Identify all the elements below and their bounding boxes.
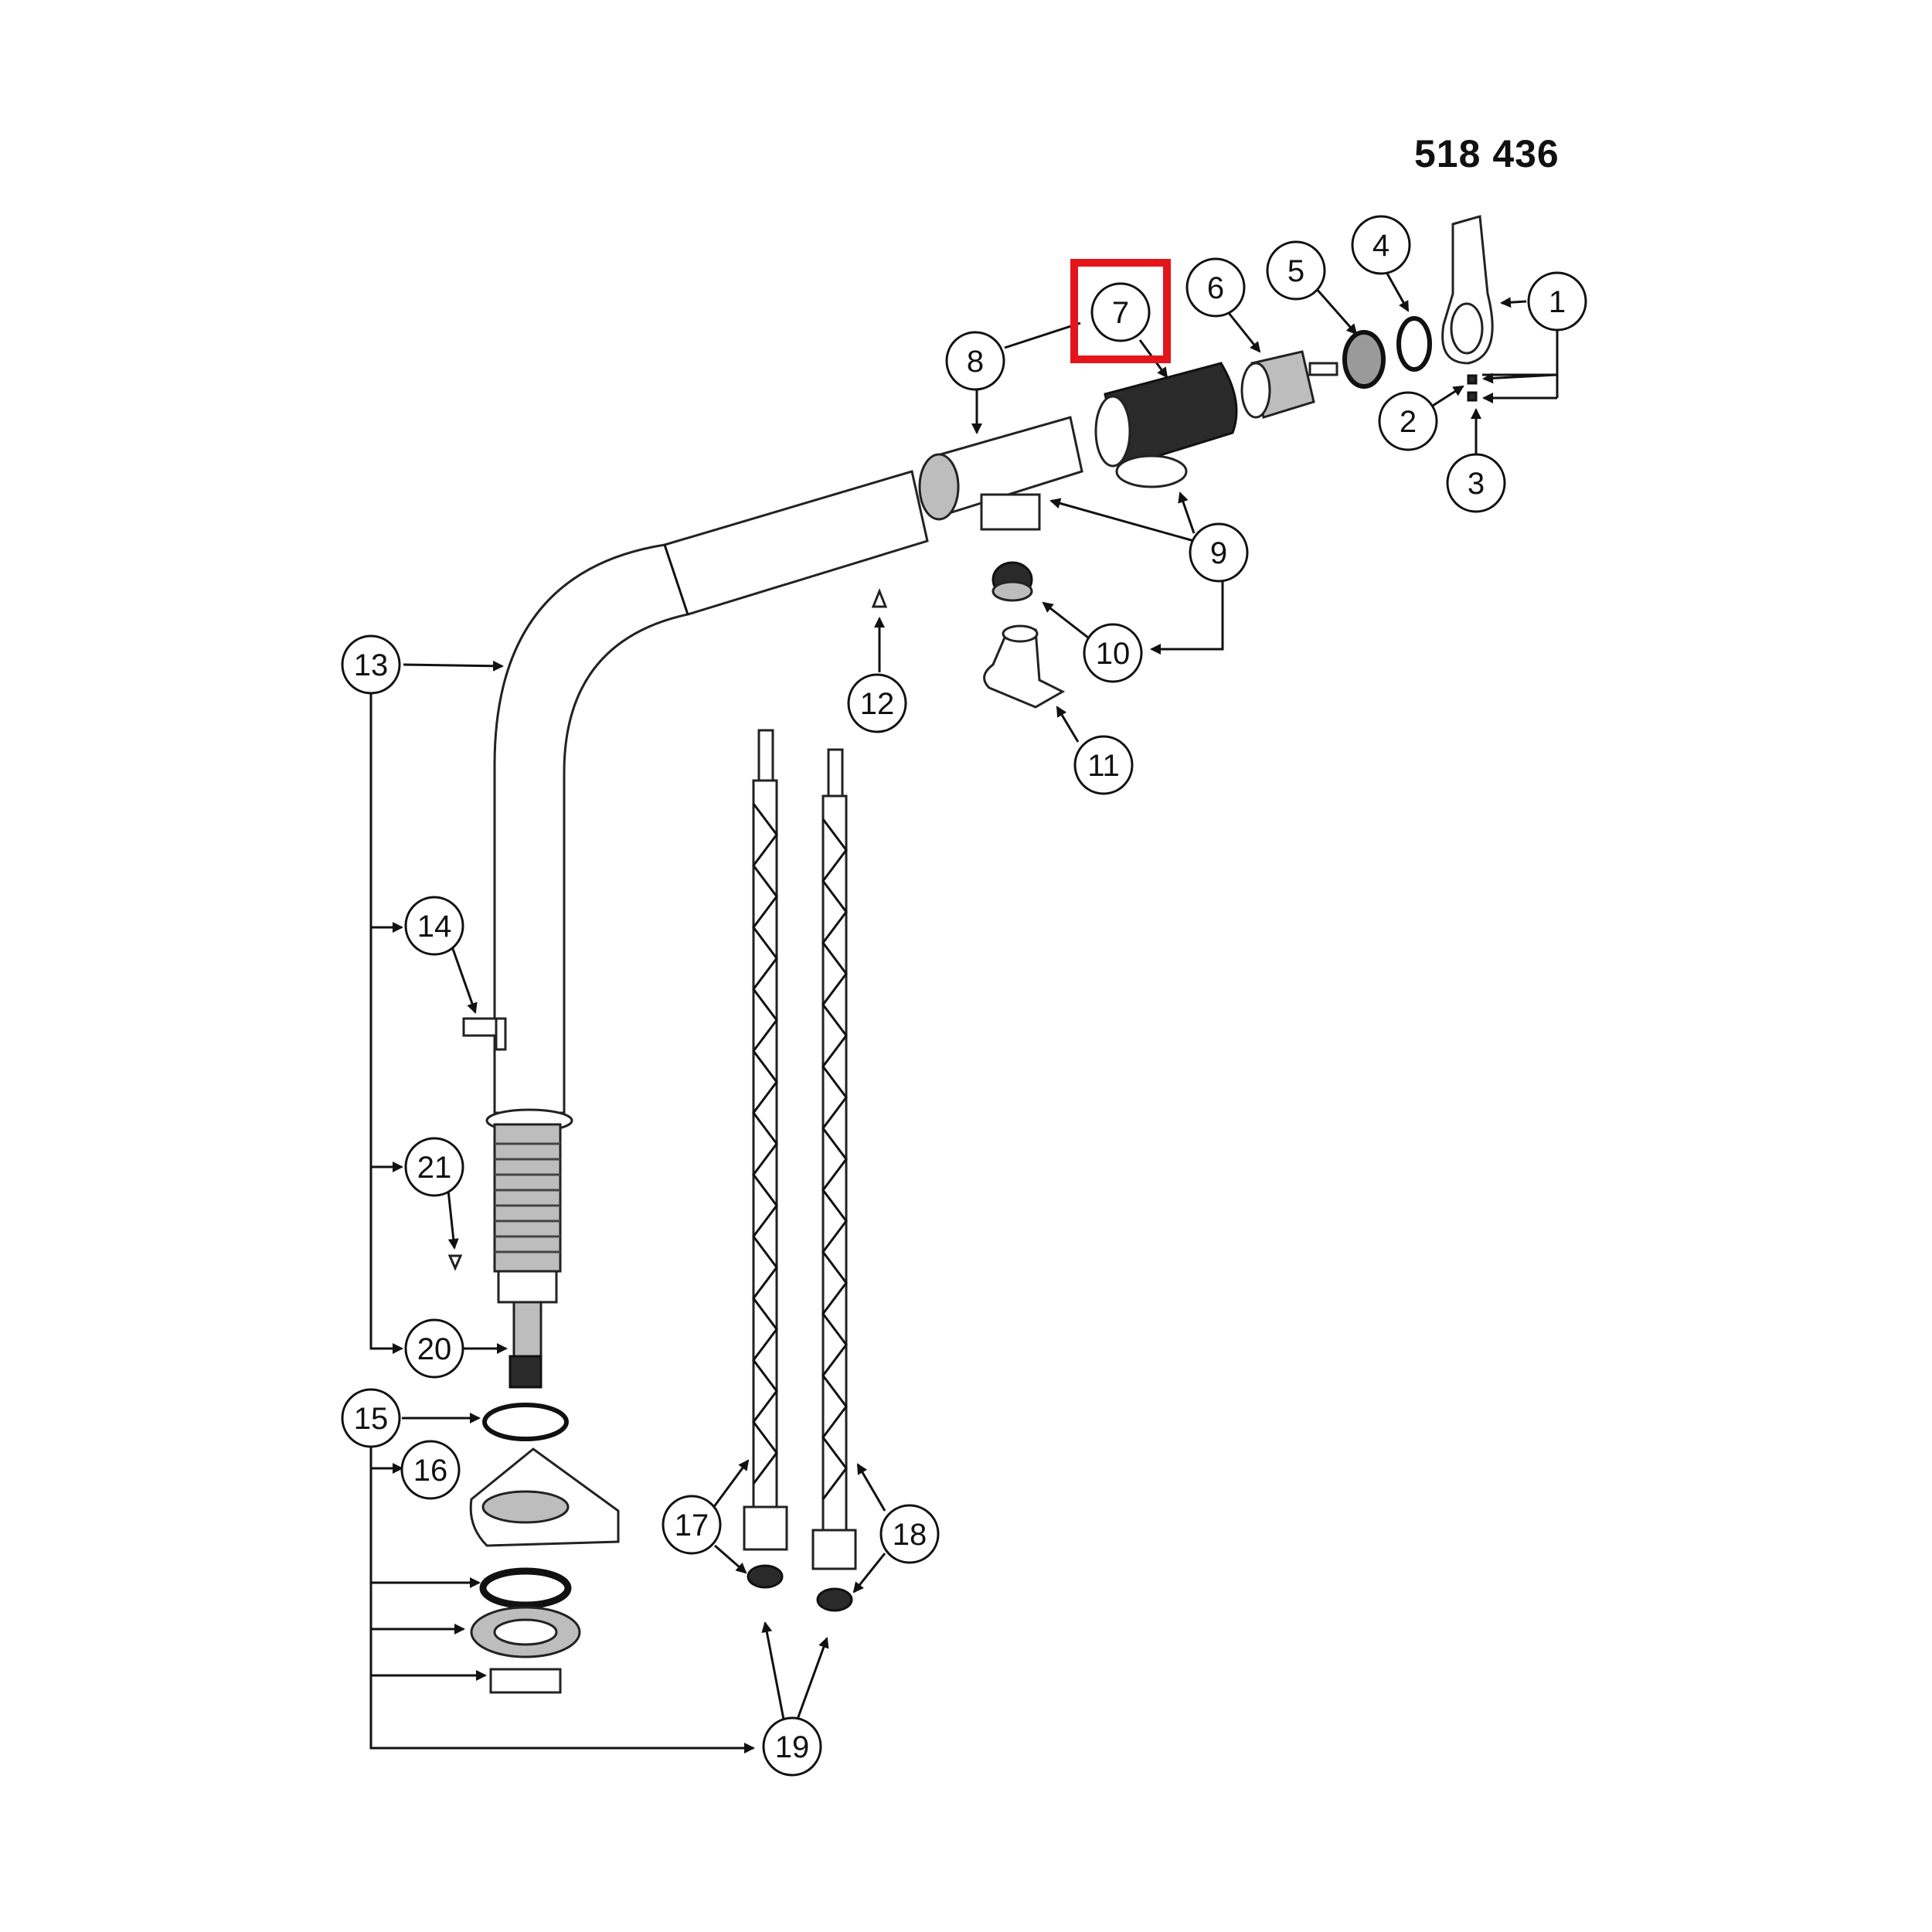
callout-18: 18 [879,1504,940,1564]
callout-20: 20 [404,1318,464,1379]
nozzle-part [871,587,888,608]
svg-text:3: 3 [1468,467,1485,501]
callouts: 1 2 3 4 5 6 7 8 9 10 11 12 13 14 15 16 1… [341,215,1587,1777]
dark-sleeve-part [1094,362,1238,488]
svg-text:7: 7 [1112,296,1129,330]
pin-part [462,1017,507,1051]
screw-part-3 [1467,391,1478,402]
svg-text:20: 20 [417,1332,452,1366]
small-screw-part [447,1254,463,1271]
o-ring-part [482,1403,569,1441]
callout-5: 5 [1266,240,1326,301]
leader-lines [369,266,1559,1753]
svg-text:12: 12 [860,687,895,721]
nut-part [489,1668,562,1694]
callout-12: 12 [847,673,907,733]
callout-4: 4 [1351,215,1411,275]
cartridge-part [1240,350,1338,419]
callout-3: 3 [1446,453,1506,513]
callout-9: 9 [1189,522,1249,583]
svg-text:18: 18 [893,1518,927,1552]
supply-hose-left [743,729,788,1589]
svg-text:6: 6 [1207,271,1224,305]
callout-14: 14 [404,896,464,956]
threaded-shank [493,1123,562,1389]
callout-10: 10 [1083,623,1143,683]
gasket-part [479,1567,572,1609]
base-plate-part [469,1447,620,1547]
svg-text:11: 11 [1087,749,1120,783]
callout-8: 8 [945,331,1005,391]
model-number: 518 436 [1414,132,1560,175]
highlight-box [1070,259,1171,363]
svg-text:8: 8 [967,345,984,379]
washer-part [470,1606,581,1658]
callout-6: 6 [1185,257,1246,318]
svg-text:1: 1 [1549,285,1566,319]
callout-17: 17 [662,1495,722,1555]
supply-hose-right [811,748,857,1612]
callout-11: 11 [1073,735,1134,795]
svg-text:17: 17 [675,1509,709,1543]
svg-text:21: 21 [417,1151,452,1185]
callout-21: 21 [404,1137,464,1197]
callout-19: 19 [762,1716,822,1777]
ring-part-5 [1342,330,1386,389]
callout-16: 16 [400,1440,461,1500]
callout-1: 1 [1527,271,1587,332]
svg-text:14: 14 [417,910,452,944]
svg-text:10: 10 [1096,637,1131,671]
aerator-part [992,561,1033,602]
svg-text:16: 16 [413,1454,448,1488]
callout-13: 13 [341,634,401,695]
svg-text:4: 4 [1372,229,1389,263]
callout-7: 7 [1090,282,1151,342]
screw-part-2 [1467,374,1478,385]
ring-part-4 [1396,316,1432,372]
valve-body-part [918,416,1083,531]
svg-text:9: 9 [1210,536,1227,570]
svg-text:13: 13 [354,648,389,682]
spout-fitting-part [983,624,1066,709]
svg-text:2: 2 [1400,405,1417,439]
callout-15: 15 [341,1388,401,1448]
svg-text:5: 5 [1287,254,1304,288]
lever-handle-part [1441,215,1494,365]
spout-body [485,470,929,1133]
svg-text:15: 15 [354,1402,389,1436]
svg-text:19: 19 [775,1730,810,1764]
callout-2: 2 [1378,391,1438,451]
